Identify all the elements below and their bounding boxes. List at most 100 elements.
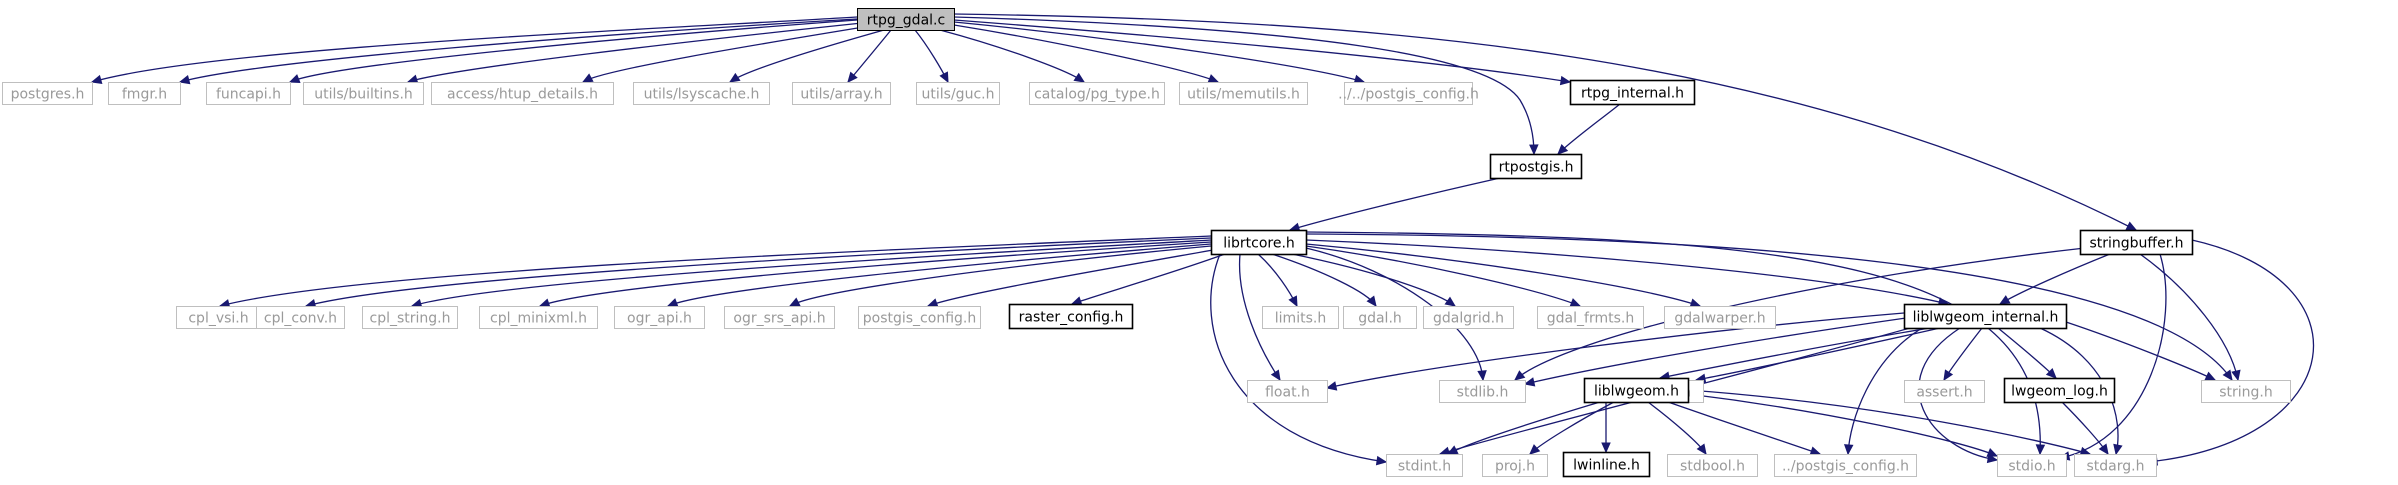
node-cpl-string: cpl_string.h (362, 306, 458, 329)
node-float: float.h (1247, 380, 1328, 403)
edge-librtcore-to-gdal (1271, 253, 1377, 307)
node-box (1489, 153, 1583, 180)
arrowhead (1569, 298, 1582, 308)
node-box (857, 8, 955, 31)
arrowhead (1529, 444, 1541, 455)
node-label: stdint.h (1398, 459, 1451, 475)
edge-line (582, 25, 871, 83)
edge-line (411, 239, 1212, 307)
edge-rtpg_gdal-to-lsyscache (728, 29, 885, 83)
edge-line (179, 18, 858, 83)
node-label: utils/memutils.h (1187, 87, 1300, 103)
node-box (1667, 454, 1758, 477)
arrowhead (1366, 295, 1377, 307)
edge-rtpg_internal-to-rtpostgis (1557, 103, 1621, 155)
arrowhead (1557, 143, 1569, 155)
edge-line (953, 21, 1365, 83)
edge-line (1999, 253, 2111, 305)
arrowhead (847, 71, 858, 83)
edge-stringbuffer-to-string (2139, 253, 2241, 382)
node-funcapi: funcapi.h (206, 82, 291, 105)
node-label: catalog/pg_type.h (1034, 87, 1160, 103)
node-cpl-vsi: cpl_vsi.h (176, 306, 261, 329)
node-label: postgis_config.h (863, 311, 976, 327)
edge-line (953, 13, 2137, 231)
node-gdal-frmts: gdal_frmts.h (1537, 306, 1644, 329)
node-raster-config[interactable]: raster_config.h (1008, 303, 1134, 330)
edge-liblwgeom-to-stdbool (1647, 401, 1707, 456)
node-box (2074, 454, 2157, 477)
node-string: string.h (2201, 380, 2291, 403)
edge-librtcore-to-stdint (1210, 253, 1388, 466)
edge-liblwgeom-to-stdarg (1687, 389, 2092, 457)
node-label: ogr_api.h (627, 311, 692, 327)
node-box (858, 306, 981, 329)
node-label: stdbool.h (1680, 459, 1745, 475)
node-box (1583, 377, 1690, 404)
node-label: gdalgrid.h (1433, 311, 1504, 327)
node-gdalwarper: gdalwarper.h (1664, 306, 1776, 329)
node-box (1904, 380, 1985, 403)
edge-stringbuffer-to-stdio (2058, 253, 2167, 461)
node-liblwgeom[interactable]: liblwgeom.h (1583, 377, 1690, 404)
edge-line (1667, 401, 1821, 455)
node-label: lwinline.h (1573, 458, 1640, 474)
node-rtpostgis[interactable]: rtpostgis.h (1489, 153, 1583, 180)
node-limits: limits.h (1262, 306, 1339, 329)
edge-line (289, 19, 858, 83)
node-cpl-conv: cpl_conv.h (256, 306, 345, 329)
edge-rtpg_gdal-to-rtpg_internal (953, 19, 1572, 86)
arrowhead (1809, 446, 1822, 456)
edge-line (1326, 312, 1905, 389)
edge-line (1918, 327, 1998, 461)
node-box (633, 82, 770, 105)
edge-line (1210, 253, 1387, 463)
arrowhead (666, 298, 679, 308)
edge-rtpg_gdal-to-memutils (953, 24, 1220, 83)
node-label: stdio.h (2008, 459, 2055, 475)
edge-line (1071, 253, 1226, 305)
node-label: stringbuffer.h (2089, 236, 2183, 252)
arrowhead (1601, 442, 1611, 454)
edge-line (1997, 327, 2057, 379)
arrowhead (90, 74, 103, 85)
edge-line (1257, 253, 1298, 307)
node-box (479, 306, 598, 329)
arrowhead (1559, 75, 1572, 86)
edge-line (2147, 239, 2315, 463)
node-box (1569, 79, 1696, 106)
arrowhead (2113, 443, 2123, 456)
node-builtins: utils/builtins.h (303, 82, 424, 105)
node-box (431, 82, 614, 105)
node-label: ogr_srs_api.h (733, 311, 825, 327)
edge-rtpg_gdal-to-rtpostgis (953, 16, 1539, 156)
edge-line (407, 22, 863, 83)
node-stringbuffer[interactable]: stringbuffer.h (2079, 229, 2194, 256)
edge-liblwgeom-to-pgis_cfg_bottom (1667, 401, 1822, 456)
arrowhead (2098, 443, 2109, 456)
edge-line (2065, 321, 2216, 381)
node-label: limits.h (1275, 311, 1326, 327)
node-box (362, 306, 458, 329)
edge-librtcore-to-gdalgrid (1291, 253, 1457, 307)
edge-line (2059, 253, 2167, 459)
arrowhead (538, 298, 551, 308)
node-label: gdalwarper.h (1674, 311, 1765, 327)
node-lwgeom-log[interactable]: lwgeom_log.h (2003, 377, 2116, 404)
node-box (1179, 82, 1308, 105)
node-label: gdal_frmts.h (1547, 311, 1634, 327)
node-lwinline[interactable]: lwinline.h (1562, 451, 1651, 478)
edge-line (1557, 103, 1621, 155)
node-stdint: stdint.h (1386, 454, 1463, 477)
node-rtpg-internal[interactable]: rtpg_internal.h (1569, 79, 1696, 106)
node-box (1210, 229, 1308, 256)
edge-rtpg_gdal-to-fmgr (178, 18, 858, 85)
node-guc: utils/guc.h (916, 82, 1000, 105)
node-box (206, 82, 291, 105)
node-liblwgeom-internal[interactable]: liblwgeom_internal.h (1903, 303, 2068, 330)
node-librtcore[interactable]: librtcore.h (1210, 229, 1308, 256)
edge-librtcore-to-float (1238, 253, 1281, 382)
node-box (614, 306, 705, 329)
node-label: ../../postgis_config.h (1338, 87, 1479, 103)
